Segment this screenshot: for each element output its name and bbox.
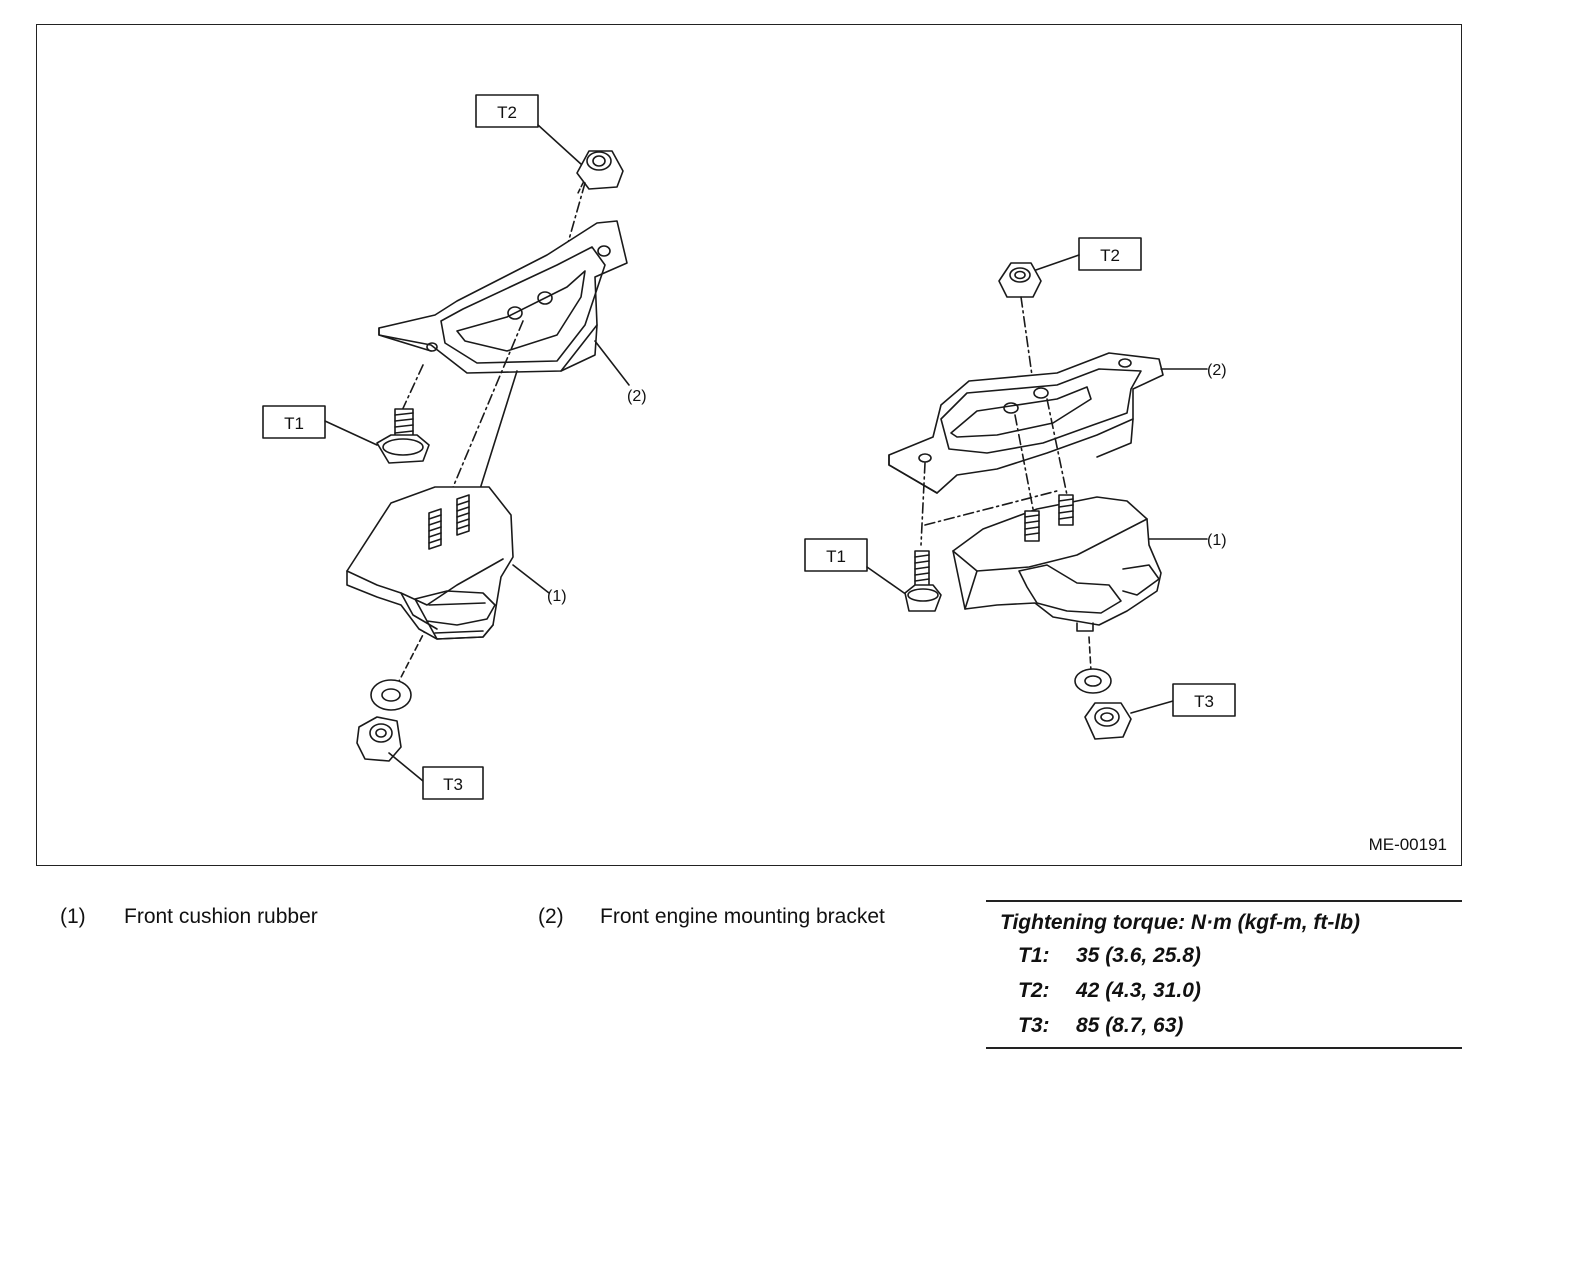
right-t2-nut (998, 262, 1042, 298)
torque-key: T3: (1018, 1014, 1050, 1037)
left-t3-nut (356, 716, 402, 762)
right-t1-bolt (904, 550, 942, 612)
left-assembly: T2 (262, 94, 647, 800)
right-t2-label: T2 (1100, 246, 1120, 265)
figure-id: ME-00191 (1368, 835, 1447, 854)
right-assembly: T2 (2) (804, 237, 1236, 740)
left-t1-bolt (376, 408, 430, 464)
right-part1-label: (1) (1207, 532, 1227, 549)
legend-item-2-number: (2) (538, 905, 564, 928)
torque-key: T2: (1018, 979, 1050, 1002)
left-t2-nut (576, 150, 624, 190)
torque-table: Tightening torque: N·m (kgf-m, ft-lb) T1… (986, 900, 1462, 1049)
left-t2-callout: T2 (475, 94, 583, 166)
left-t3-label: T3 (443, 775, 463, 794)
right-cushion-rubber (952, 494, 1162, 632)
left-cushion-rubber (346, 486, 514, 640)
legend-item-1-text: Front cushion rubber (124, 905, 318, 928)
right-washer (1074, 668, 1112, 694)
right-bracket (888, 352, 1164, 494)
left-washer (370, 679, 412, 711)
right-part2-label: (2) (1207, 362, 1227, 379)
torque-row-t1: T1: 35 (3.6, 25.8) (986, 938, 1462, 973)
diagram-frame: T2 (36, 24, 1462, 866)
right-t3-nut (1084, 702, 1132, 740)
torque-title: Tightening torque: N·m (kgf-m, ft-lb) (1000, 911, 1361, 934)
left-t1-label: T1 (284, 414, 304, 433)
right-t3-label: T3 (1194, 692, 1214, 711)
torque-value: 42 (4.3, 31.0) (1076, 979, 1201, 1002)
torque-value: 85 (8.7, 63) (1076, 1014, 1184, 1037)
legend-item-1-number: (1) (60, 905, 86, 928)
right-t1-callout: T1 (804, 538, 908, 596)
torque-row-t2: T2: 42 (4.3, 31.0) (986, 973, 1462, 1008)
right-t3-callout: T3 (1130, 683, 1236, 717)
right-t1-label: T1 (826, 547, 846, 566)
legend-item-2-text: Front engine mounting bracket (600, 905, 885, 928)
left-bracket (378, 220, 628, 374)
torque-value: 35 (3.6, 25.8) (1076, 944, 1201, 967)
left-part1-label: (1) (547, 588, 567, 605)
torque-row-t3: T3: 85 (8.7, 63) (986, 1008, 1462, 1043)
right-t2-callout: T2 (1032, 237, 1142, 272)
left-t2-label: T2 (497, 103, 517, 122)
left-t1-callout: T1 (262, 405, 378, 446)
torque-key: T1: (1018, 944, 1050, 967)
left-part2-label: (2) (627, 388, 647, 405)
exploded-view-drawing: T2 (262, 94, 1236, 800)
left-t3-callout: T3 (388, 752, 484, 800)
